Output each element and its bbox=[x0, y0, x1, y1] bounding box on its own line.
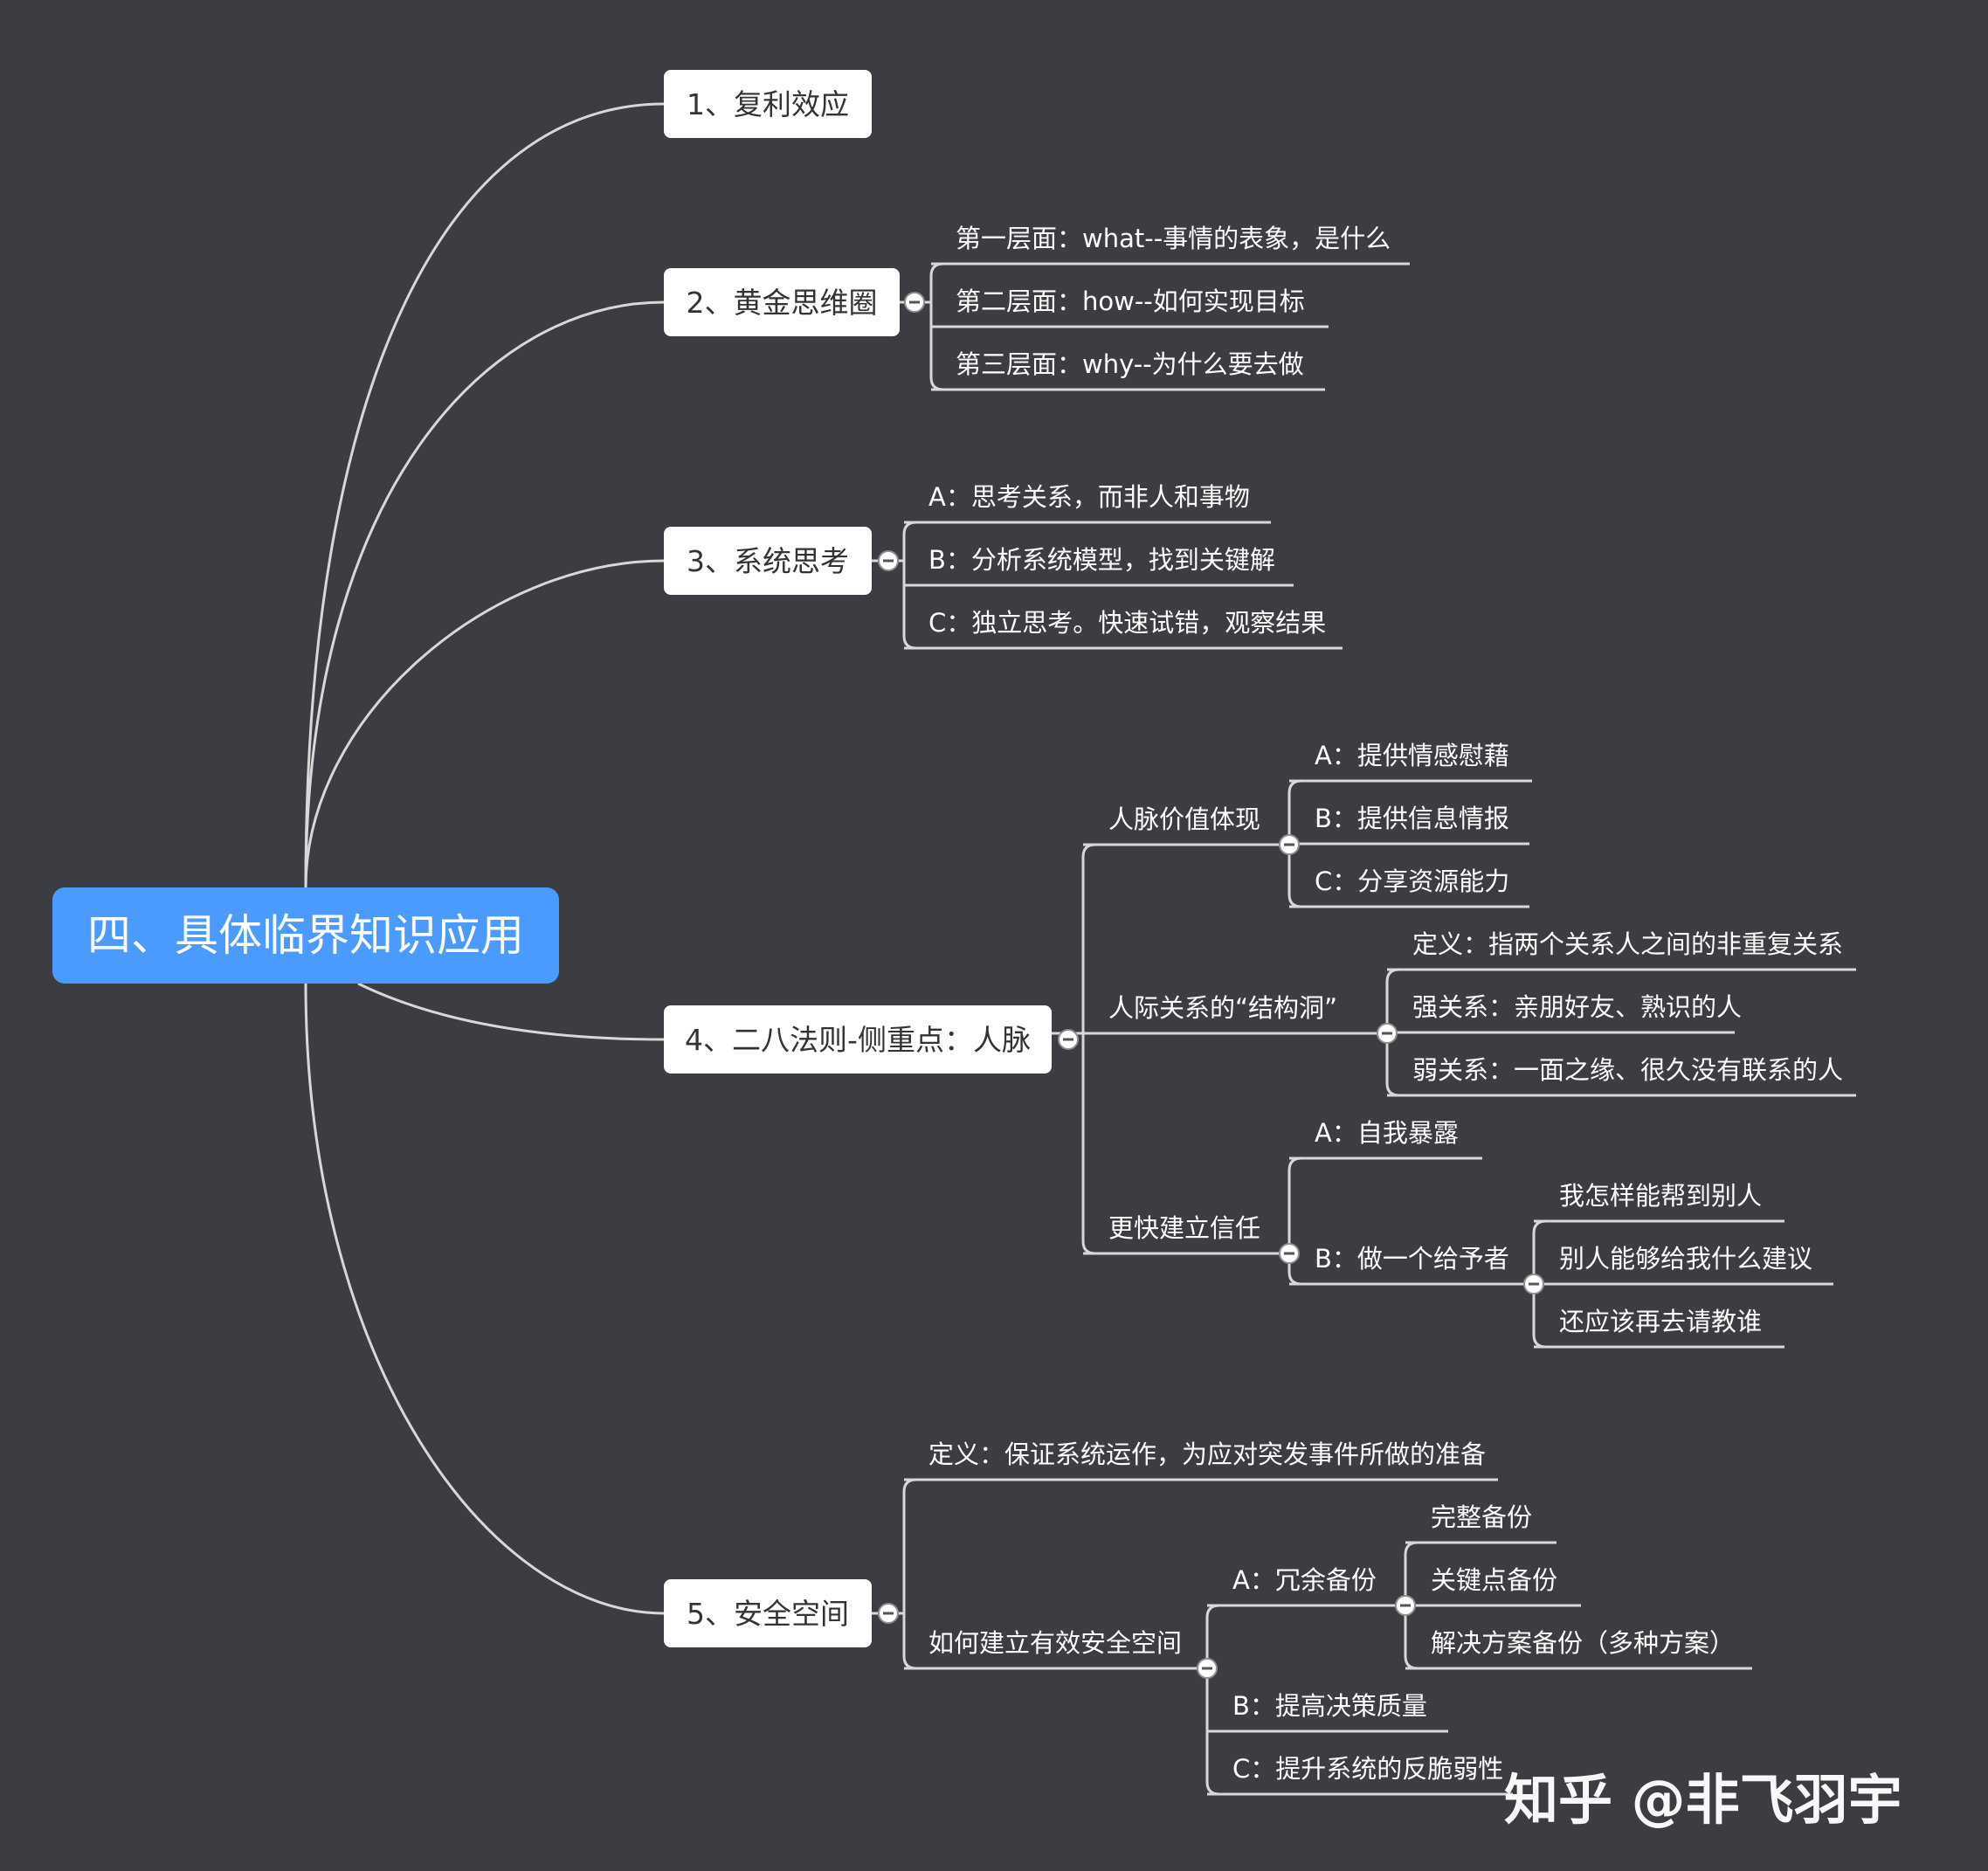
build-trust-b[interactable]: B：做一个给予者 bbox=[1315, 1244, 1509, 1274]
structural-holes-definition[interactable]: 定义：指两个关系人之间的非重复关系 bbox=[1412, 929, 1844, 959]
bracket-build-trust bbox=[1287, 1156, 1302, 1286]
topic-compound-effect[interactable]: 1、复利效应 bbox=[664, 70, 872, 138]
systems-item-c[interactable]: C：独立思考。快速试错，观察结果 bbox=[928, 608, 1327, 638]
curve-to-safety bbox=[304, 983, 665, 1615]
curve-to-systems bbox=[304, 559, 665, 888]
topic-systems-thinking[interactable]: 3、系统思考 bbox=[664, 527, 872, 595]
systems-item-a[interactable]: A：思考关系，而非人和事物 bbox=[928, 482, 1250, 512]
curve-to-golden bbox=[304, 300, 665, 888]
giver-item-2[interactable]: 别人能够给我什么建议 bbox=[1559, 1244, 1813, 1274]
backup-solutions[interactable]: 解决方案备份（多种方案） bbox=[1431, 1628, 1736, 1658]
bracket-how bbox=[1205, 1604, 1220, 1796]
topic-pareto-network[interactable]: 4、二八法则-侧重点：人脉 bbox=[664, 1005, 1052, 1074]
curve-to-compound bbox=[304, 102, 665, 888]
giver-item-1[interactable]: 我怎样能帮到别人 bbox=[1559, 1181, 1763, 1211]
group-network-value[interactable]: 人脉价值体现 bbox=[1108, 804, 1261, 834]
build-trust-a[interactable]: A：自我暴露 bbox=[1315, 1118, 1459, 1148]
decision-quality[interactable]: B：提高决策质量 bbox=[1232, 1691, 1427, 1721]
bracket-pareto bbox=[1081, 843, 1096, 1255]
antifragility[interactable]: C：提升系统的反脆弱性 bbox=[1232, 1754, 1504, 1784]
golden-circle-why[interactable]: 第三层面：why--为什么要去做 bbox=[956, 349, 1304, 379]
topic-golden-circle[interactable]: 2、黄金思维圈 bbox=[664, 268, 900, 336]
structural-holes-weak[interactable]: 弱关系：一面之缘、很久没有联系的人 bbox=[1412, 1055, 1844, 1085]
backup-keypoint[interactable]: 关键点备份 bbox=[1431, 1565, 1558, 1595]
golden-circle-what[interactable]: 第一层面：what--事情的表象，是什么 bbox=[956, 224, 1391, 253]
group-structural-holes[interactable]: 人际关系的“结构洞” bbox=[1108, 993, 1338, 1023]
giver-item-3[interactable]: 还应该再去请教谁 bbox=[1559, 1307, 1763, 1336]
bracket-safety bbox=[902, 1478, 917, 1670]
structural-holes-strong[interactable]: 强关系：亲朋好友、熟识的人 bbox=[1412, 992, 1743, 1022]
golden-circle-how[interactable]: 第二层面：how--如何实现目标 bbox=[956, 287, 1305, 316]
safety-how[interactable]: 如何建立有效安全空间 bbox=[928, 1628, 1183, 1658]
group-build-trust[interactable]: 更快建立信任 bbox=[1108, 1213, 1261, 1243]
safety-definition[interactable]: 定义：保证系统运作，为应对突发事件所做的准备 bbox=[928, 1439, 1487, 1469]
network-value-b[interactable]: B：提供信息情报 bbox=[1315, 804, 1509, 833]
curve-to-pareto bbox=[357, 982, 665, 1041]
topic-safety-space[interactable]: 5、安全空间 bbox=[664, 1579, 872, 1647]
network-value-a[interactable]: A：提供情感慰藉 bbox=[1315, 741, 1509, 770]
systems-item-b[interactable]: B：分析系统模型，找到关键解 bbox=[928, 545, 1275, 575]
root-topic[interactable]: 四、具体临界知识应用 bbox=[52, 887, 559, 984]
watermark: 知乎 @非飞羽宇 bbox=[1504, 1768, 1902, 1832]
backup-full[interactable]: 完整备份 bbox=[1431, 1502, 1533, 1532]
redundant-backup[interactable]: A：冗余备份 bbox=[1232, 1565, 1377, 1595]
network-value-c[interactable]: C：分享资源能力 bbox=[1315, 866, 1510, 896]
